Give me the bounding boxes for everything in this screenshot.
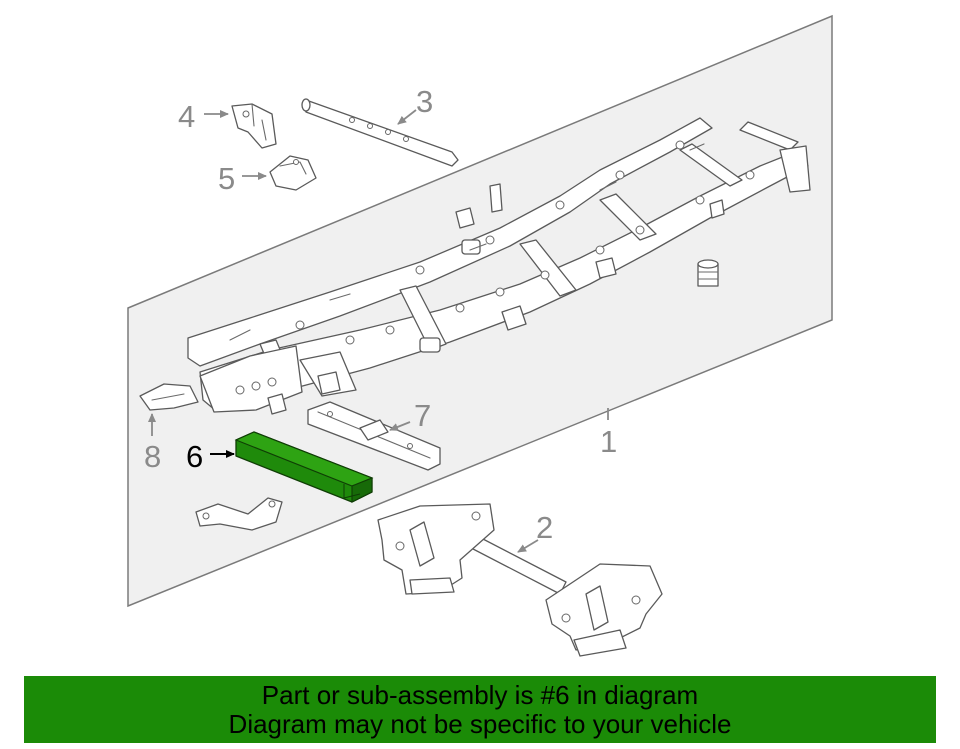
bracket-part-4 [231,103,277,149]
callout-3: 3 [416,84,433,119]
highlighted-part-6 [234,431,374,503]
callout-8: 8 [144,439,161,474]
banner-line-1: Part or sub-assembly is #6 in diagram [261,680,699,710]
parts-diagram: 1 2 3 4 5 6 7 8 [127,14,833,657]
callout-2: 2 [536,510,553,545]
crossmember-part-2 [377,503,663,657]
callout-6: 6 [186,439,203,474]
frame-assembly-part-1 [187,117,811,415]
leader-line-3 [397,109,417,125]
callout-5: 5 [218,161,235,196]
callout-7: 7 [414,398,431,433]
leader-line-2 [517,539,539,553]
banner-line-2: Diagram may not be specific to your vehi… [228,709,732,739]
mount-pad-part-5 [269,155,317,191]
callout-4: 4 [178,99,195,134]
crossmember-part-7 [307,401,441,471]
body-mount-cushion [697,259,719,287]
mount-bracket-lower [195,497,283,531]
info-banner: Part or sub-assembly is #6 in diagram Di… [24,676,936,743]
tube-part-3 [301,98,459,167]
callout-1: 1 [600,424,617,459]
bracket-part-8 [139,383,199,411]
leader-line-7 [389,421,411,431]
